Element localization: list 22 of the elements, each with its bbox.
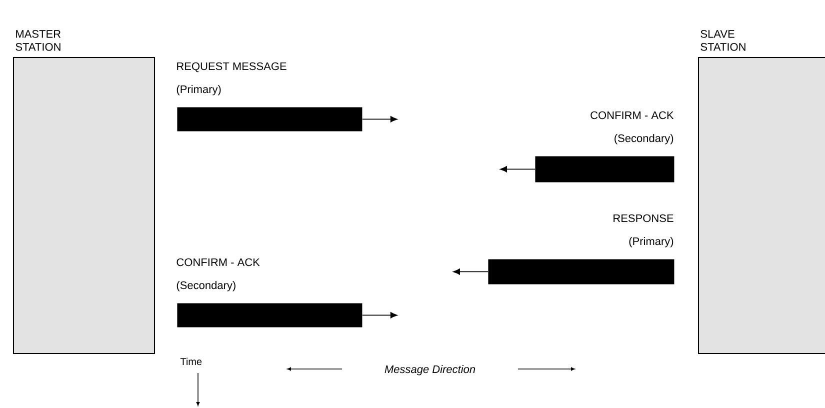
message-bar: CONFIRM - ACK (Secondary) [176,258,362,328]
message-bar: CONFIRM - ACK (Secondary) [535,111,674,182]
time-label: Time [180,358,202,366]
node-label: RESPONSE [614,214,674,222]
arrow [362,312,398,318]
node-label: (Secondary) [176,281,236,292]
arrow [362,116,398,122]
node-label: (Secondary) [614,134,674,144]
arrow [453,268,488,275]
node-label: CONFIRM - ACK [590,111,674,120]
node-label: SLAVE STATION [700,30,746,51]
node-label: (Primary) [176,85,221,96]
message-bar: REQUEST MESSAGE (Primary) [176,62,362,132]
arrow [500,166,536,172]
node-label: (Primary) [629,237,674,248]
station-box: SLAVE STATION [698,30,825,354]
node-label: REQUEST MESSAGE [177,62,286,72]
node-label: MASTER STATION [16,30,61,51]
node-label: CONFIRM - ACK [176,258,260,266]
direction-label: Message Direction [384,365,476,376]
station-box: MASTER STATION [13,30,155,354]
message-bar: RESPONSE (Primary) [488,214,674,284]
